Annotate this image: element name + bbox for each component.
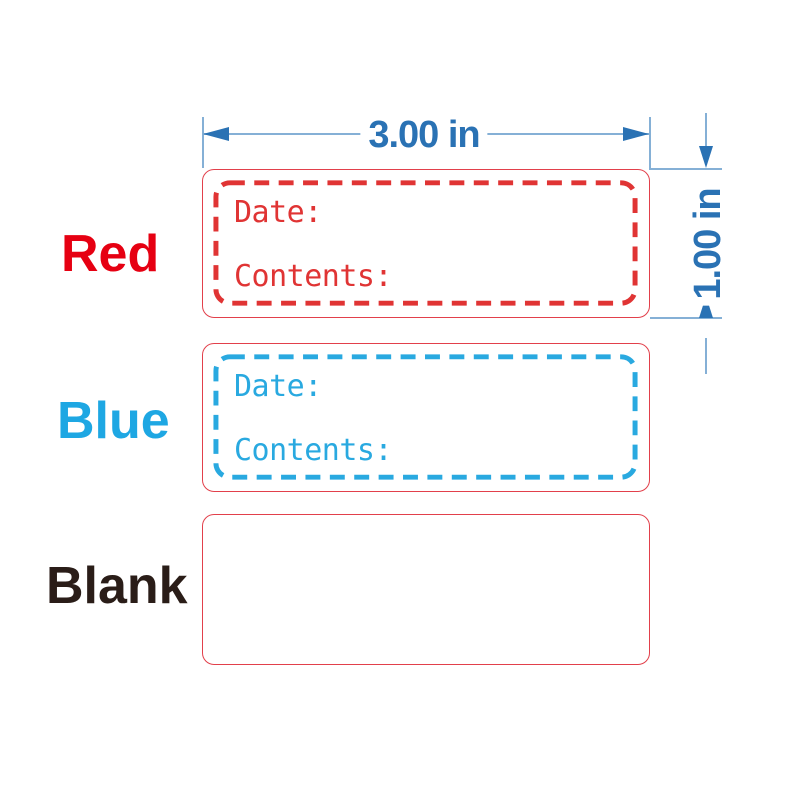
label-swatch-blank	[202, 514, 650, 665]
height-extension-line-top	[650, 168, 722, 170]
arrow-left-icon	[203, 127, 229, 141]
red-dashed-border	[213, 180, 638, 306]
blue-contents-field: Contents:	[234, 433, 393, 468]
arrow-down-icon	[699, 146, 713, 168]
row-title-blue: Blue	[57, 392, 170, 450]
width-dimension-label: 3.00 in	[360, 116, 488, 154]
height-dimension-line-top	[705, 113, 707, 149]
arrow-right-icon	[623, 127, 649, 141]
height-dimension-label: 1.00 in	[687, 182, 729, 306]
row-title-blank: Blank	[46, 557, 188, 615]
label-swatch-blue: Date: Contents:	[202, 343, 650, 492]
red-contents-field: Contents:	[234, 259, 393, 294]
label-swatch-red: Date: Contents:	[202, 169, 650, 318]
blue-dashed-border	[213, 354, 638, 480]
height-dimension-line-bottom	[705, 338, 707, 374]
height-extension-line-bottom	[650, 317, 722, 319]
width-extension-line-right	[649, 117, 651, 170]
red-date-field: Date:	[234, 195, 322, 230]
row-title-red: Red	[61, 225, 160, 283]
blue-date-field: Date:	[234, 369, 322, 404]
width-extension-line-left	[202, 117, 204, 168]
